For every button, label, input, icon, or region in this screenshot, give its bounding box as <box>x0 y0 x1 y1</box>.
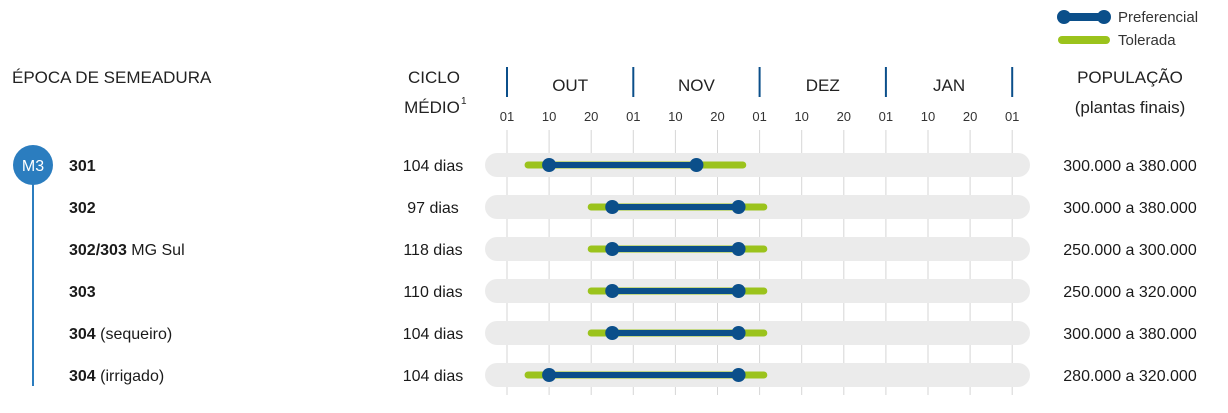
population-range: 300.000 a 380.000 <box>1063 158 1197 175</box>
header-sowing-period: ÉPOCA DE SEMEADURA <box>12 68 212 87</box>
hybrid-row: 302/303 MG Sul 118 dias 250.000 a 300.000 <box>69 237 1197 261</box>
header-cycle-line1: CICLO <box>408 68 460 87</box>
cycle-days: 97 dias <box>407 200 459 217</box>
cycle-days: 110 dias <box>403 284 462 301</box>
day-tick-label: 01 <box>1005 109 1019 124</box>
preferred-start-dot <box>542 368 557 382</box>
population-range: 300.000 a 380.000 <box>1063 326 1197 343</box>
hybrid-name: 304 (irrigado) <box>69 368 164 385</box>
population-range: 280.000 a 320.000 <box>1063 368 1197 385</box>
hybrid-row: 301 104 dias 300.000 a 380.000 <box>69 153 1197 177</box>
hybrid-name: 304 (sequeiro) <box>69 326 172 343</box>
day-tick-label: 20 <box>584 109 598 124</box>
hybrid-name: 303 <box>69 284 96 301</box>
cycle-days: 104 dias <box>403 158 464 175</box>
preferred-end-dot <box>731 200 746 214</box>
day-tick-label: 10 <box>668 109 682 124</box>
month-dividers <box>506 67 1014 97</box>
legend-preferred-dot-right <box>1097 10 1111 24</box>
legend-preferred-label: Preferencial <box>1118 9 1198 26</box>
population-range: 250.000 a 320.000 <box>1063 284 1197 301</box>
legend-preferred-dot-left <box>1057 10 1071 24</box>
hybrid-name: 301 <box>69 158 96 175</box>
month-label: OUT <box>552 76 588 95</box>
day-tick-label: 01 <box>626 109 640 124</box>
month-labels: OUT NOV DEZ JAN <box>552 76 965 95</box>
day-tick-label: 01 <box>500 109 514 124</box>
preferred-start-dot <box>605 242 620 256</box>
header-population-line2: (plantas finais) <box>1075 98 1186 117</box>
header-population-line1: POPULAÇÃO <box>1077 68 1183 87</box>
preferred-start-dot <box>605 326 620 340</box>
hybrid-row: 304 (sequeiro) 104 dias 300.000 a 380.000 <box>69 321 1197 345</box>
cycle-days: 118 dias <box>403 242 462 259</box>
preferred-end-dot <box>689 158 704 172</box>
header-cycle-footnote: 1 <box>461 96 467 107</box>
day-tick-label: 01 <box>879 109 893 124</box>
day-labels: 01 10 20 01 10 20 01 10 20 01 10 20 01 <box>500 109 1020 124</box>
preferred-end-dot <box>731 326 746 340</box>
month-label: JAN <box>933 76 965 95</box>
preferred-start-dot <box>605 200 620 214</box>
group-badge-label: M3 <box>22 158 44 175</box>
month-label: NOV <box>678 76 716 95</box>
day-tick-label: 20 <box>963 109 977 124</box>
preferred-end-dot <box>731 284 746 298</box>
day-tick-label: 01 <box>752 109 766 124</box>
preferred-start-dot <box>542 158 557 172</box>
preferred-end-dot <box>731 242 746 256</box>
header-cycle-line2: MÉDIO <box>404 98 460 117</box>
timeline-track <box>485 153 1030 177</box>
hybrid-row: 303 110 dias 250.000 a 320.000 <box>69 279 1197 303</box>
month-label: DEZ <box>806 76 840 95</box>
day-tick-label: 20 <box>837 109 851 124</box>
preferred-end-dot <box>731 368 746 382</box>
hybrid-row: 302 97 dias 300.000 a 380.000 <box>69 195 1197 219</box>
cycle-days: 104 dias <box>403 368 464 385</box>
population-range: 250.000 a 300.000 <box>1063 242 1197 259</box>
preferred-start-dot <box>605 284 620 298</box>
hybrid-name: 302/303 MG Sul <box>69 242 185 259</box>
day-tick-label: 10 <box>794 109 808 124</box>
cycle-days: 104 dias <box>403 326 464 343</box>
legend-tolerated-label: Tolerada <box>1118 32 1176 49</box>
day-tick-label: 10 <box>542 109 556 124</box>
day-tick-label: 20 <box>710 109 724 124</box>
hybrid-name: 302 <box>69 200 96 217</box>
day-tick-label: 10 <box>921 109 935 124</box>
group-badge <box>13 145 53 185</box>
hybrid-row: 304 (irrigado) 104 dias 280.000 a 320.000 <box>69 363 1197 387</box>
legend: Preferencial Tolerada <box>1057 9 1198 49</box>
population-range: 300.000 a 380.000 <box>1063 200 1197 217</box>
